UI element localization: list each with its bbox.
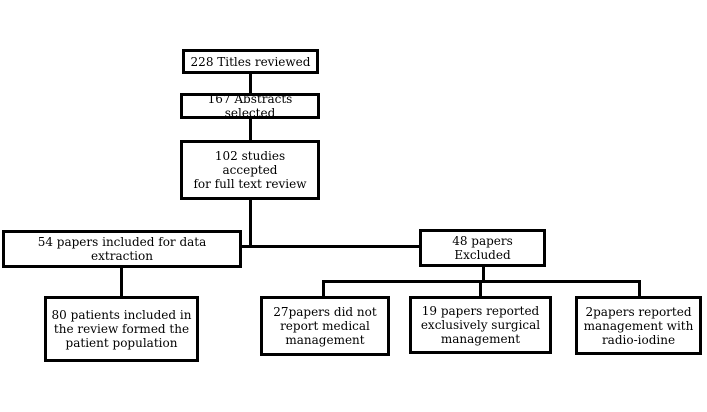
connector-branch-left xyxy=(322,280,325,298)
node-papers-excluded-label: 48 papers Excluded xyxy=(452,234,513,262)
node-papers-excluded: 48 papers Excluded xyxy=(419,229,546,267)
connector-fulltext-down xyxy=(249,198,252,247)
node-patient-population: 80 patients included in the review forme… xyxy=(44,296,199,362)
node-titles-reviewed-label: 228 Titles reviewed xyxy=(190,54,311,69)
node-no-medical-management: 27papers did not report medical manageme… xyxy=(260,296,390,356)
node-patient-population-label: 80 patients included in the review forme… xyxy=(51,308,192,350)
node-full-text-review-label: 102 studies accepted for full text revie… xyxy=(193,149,307,191)
connector-excluded-down xyxy=(482,265,485,282)
connector-branch-right xyxy=(638,280,641,298)
connector-included-to-patients xyxy=(120,266,123,298)
node-full-text-review: 102 studies accepted for full text revie… xyxy=(180,140,320,200)
node-surgical-management: 19 papers reported exclusively surgical … xyxy=(409,296,552,354)
connector-abstracts-to-fulltext xyxy=(249,116,252,142)
node-included-for-extraction-label: 54 papers included for data extraction xyxy=(37,235,207,263)
node-surgical-management-label: 19 papers reported exclusively surgical … xyxy=(420,304,541,346)
connector-titles-to-abstracts xyxy=(249,72,252,95)
node-titles-reviewed: 228 Titles reviewed xyxy=(182,49,319,74)
node-radio-iodine: 2papers reported management with radio-i… xyxy=(575,296,702,355)
connector-horizontal-main xyxy=(240,245,421,248)
node-abstracts-selected: 167 Abstracts selected xyxy=(180,92,320,120)
node-radio-iodine-label: 2papers reported management with radio-i… xyxy=(583,304,694,347)
node-abstracts-selected-label: 167 Abstracts selected xyxy=(207,92,293,120)
node-included-for-extraction: 54 papers included for data extraction xyxy=(2,230,242,268)
connector-branch-middle xyxy=(479,280,482,298)
node-no-medical-management-label: 27papers did not report medical manageme… xyxy=(273,305,377,347)
